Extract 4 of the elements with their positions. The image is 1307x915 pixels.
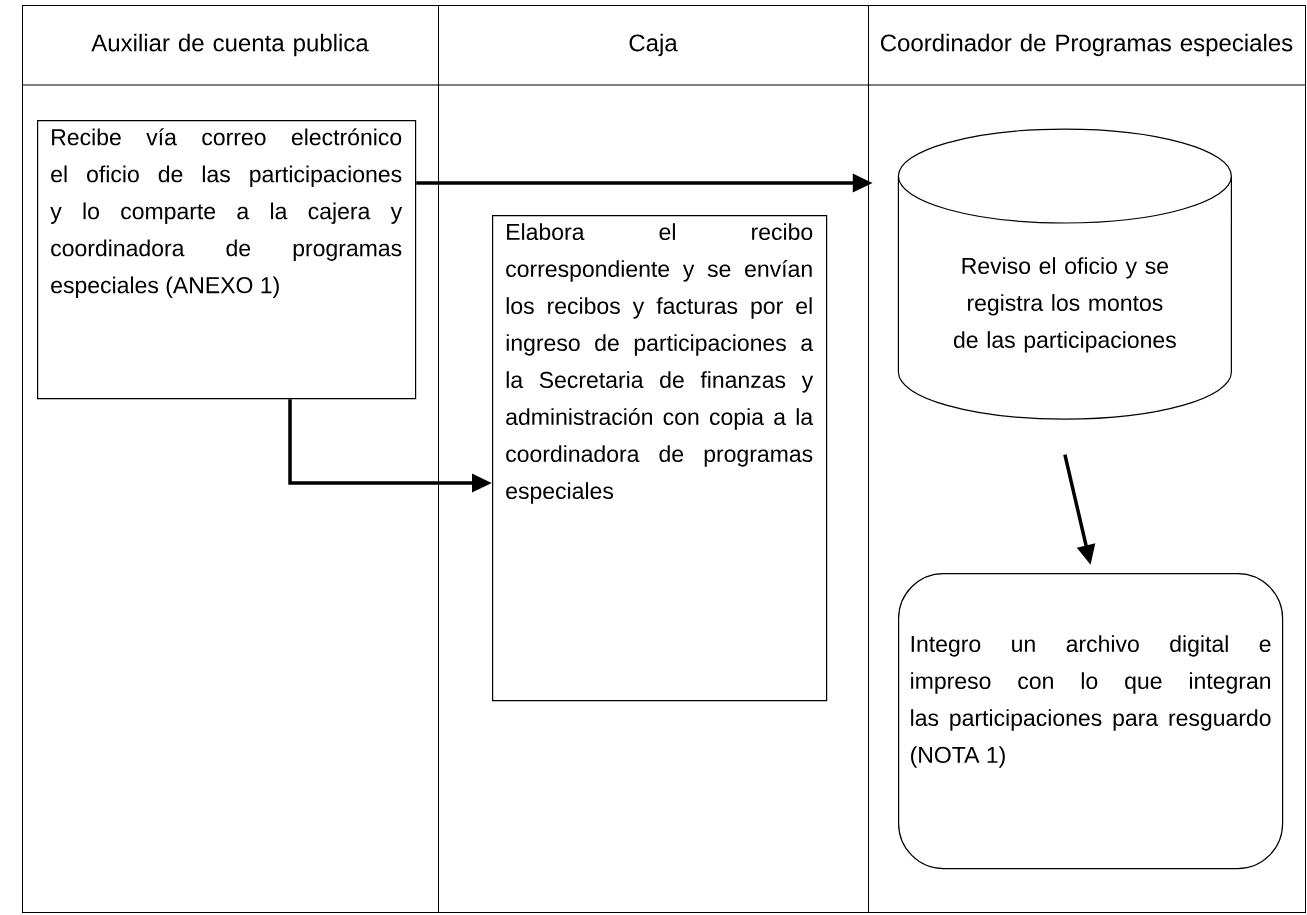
- database-cylinder: Reviso el oficio y se registra los montos de las participaciones: [897, 128, 1232, 420]
- process-box: Elabora el recibo correspondiente y se envían los recibos y facturas por el ingreso de participaciones a la Secretaria de finanzas y administración con copia a la coordinadora de programas especiales: [492, 215, 828, 702]
- process-box: Recibe vía correo electrónico el oficio de las participaciones y lo comparte a la cajera y coordinadora de programas especiales (ANEXO 1): [37, 120, 417, 400]
- rounded-box: Integro un archivo digital e impreso con lo que integran las participaciones para resguardo (NOTA 1): [898, 573, 1284, 870]
